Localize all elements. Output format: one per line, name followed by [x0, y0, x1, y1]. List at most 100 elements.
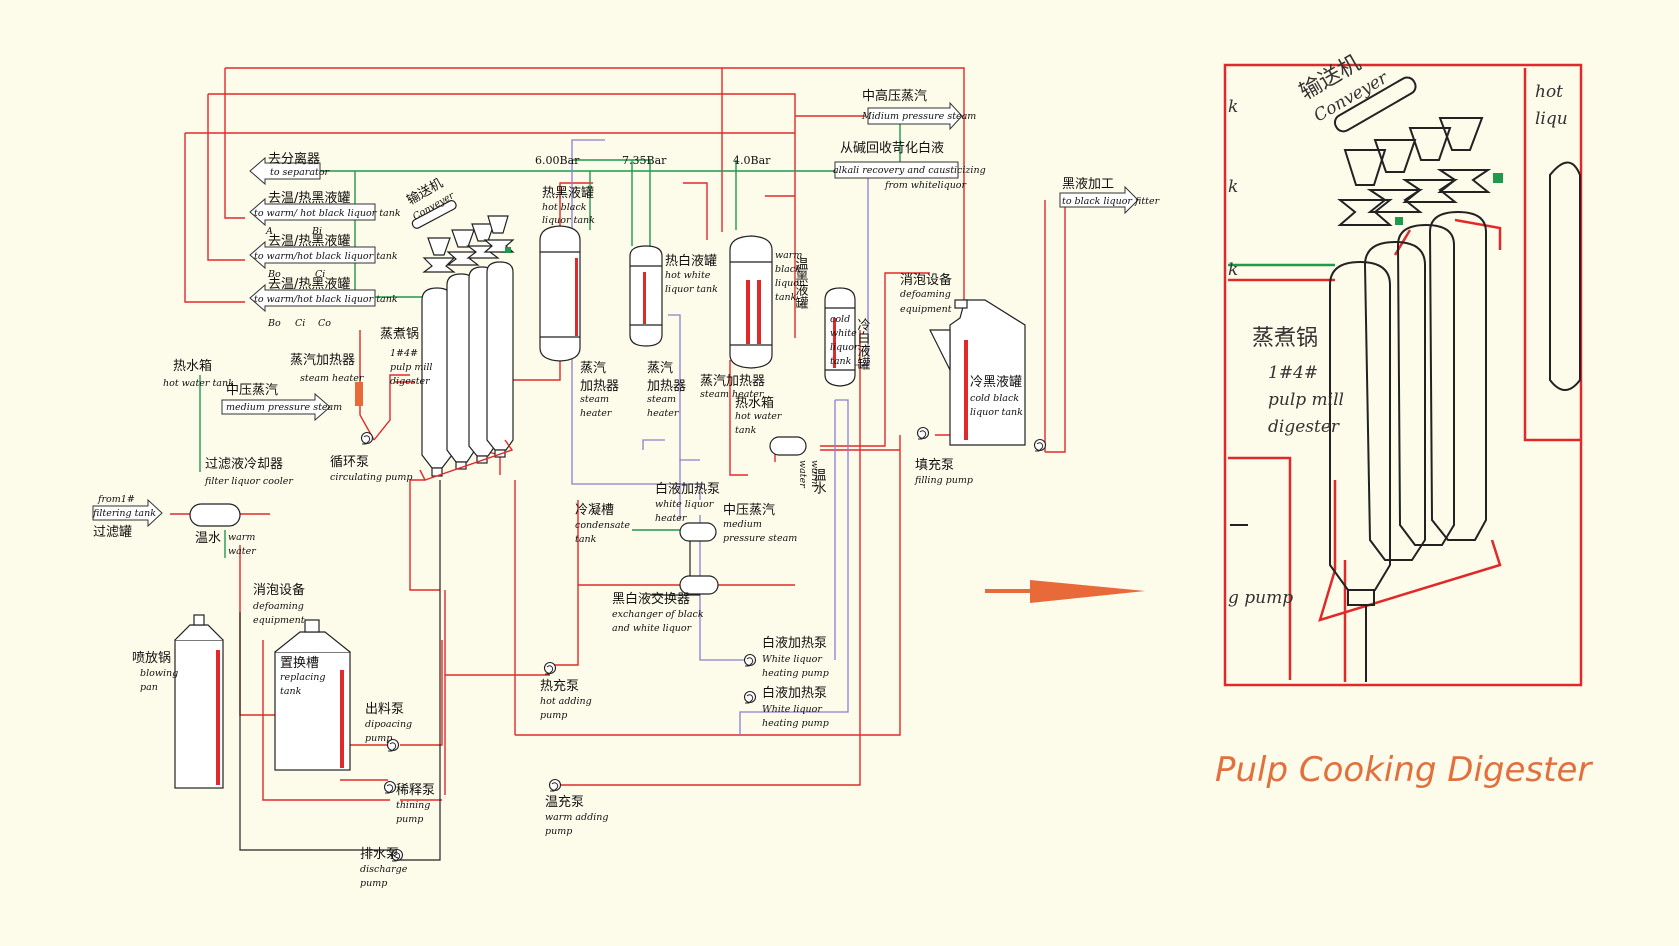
label-hot-white-tank-cn: 热白液罐: [665, 253, 717, 269]
cold-black-liquor-tank: [929, 299, 1026, 446]
label-discharge-en1: discharge: [360, 864, 408, 875]
label-steam-heater-1-en2: heater: [580, 408, 613, 419]
label-medium-steam-mid-en2: pressure steam: [723, 533, 797, 544]
letter-ci: Ci: [315, 269, 325, 280]
label-warm-water-left-en2: water: [228, 546, 257, 557]
label-filter-cooler-en: filter liquor cooler: [204, 476, 294, 487]
label-cold-white-tank-en3: liquor: [830, 342, 860, 353]
letter-a: A: [265, 226, 273, 237]
label-exchanger-cn: 黑白液交换器: [612, 591, 690, 607]
zoom-panel: 输送机 Conveyer 蒸煮锅 1#4# pulp mill digester…: [1223, 51, 1583, 687]
label-white-heating-2-cn: 白液加热泵: [762, 685, 827, 701]
label-hot-adding-en2: pump: [540, 710, 567, 721]
label-cold-black-tank-en2: liquor tank: [970, 407, 1023, 418]
label-alkali-recovery-en1: alkali recovery and causticizing: [833, 165, 986, 176]
zoom-edge-liqu: liqu: [1535, 109, 1568, 129]
hot-black-liquor-tank: [539, 225, 581, 362]
label-condensate-cn: 冷凝槽: [575, 502, 614, 518]
letter-bo-2: Bo: [267, 318, 281, 329]
zoom-pump-en: g pump: [1228, 588, 1293, 608]
letter-bi: Bi: [311, 226, 322, 237]
circulating-pump-icon: [360, 431, 374, 445]
zoom-digester-en2: digester: [1268, 417, 1340, 437]
label-dipoacing-cn: 出料泵: [365, 702, 404, 717]
label-circ-pump-cn: 循环泵: [330, 455, 369, 470]
thining-pump-icon: [383, 780, 397, 794]
label-hot-water-tank-mid-en2: tank: [735, 425, 757, 436]
black-pipes: [239, 480, 700, 861]
label-pulp-mill-num: 1#4#: [390, 348, 418, 359]
label-medium-steam-mid-cn: 中压蒸汽: [723, 503, 775, 518]
label-medium-steam-mid-en1: medium: [723, 519, 762, 530]
label-warm-black-tank-en1: warm: [775, 250, 802, 261]
label-hot-adding-cn: 热充泵: [540, 678, 579, 694]
label-defoam-left-en1: defoaming: [253, 601, 304, 612]
label-white-liquor-heater-en1: white liquor: [655, 499, 715, 510]
label-hot-white-tank-en1: hot white: [665, 270, 711, 281]
red-pipes: [170, 67, 1066, 801]
label-condensate-en2: tank: [575, 534, 597, 545]
label-dipoacing-en2: pump: [365, 733, 392, 744]
zoom-arrow: [985, 580, 1145, 603]
zoom-edge-k3: k: [1228, 260, 1238, 280]
label-steam-heater-2-cn2: 加热器: [647, 379, 686, 394]
label-steam-heater-1-en1: steam: [580, 394, 609, 405]
label-medium-steam-top-cn: 中高压蒸汽: [862, 88, 927, 104]
label-blowing-pan-en1: blowing: [140, 668, 178, 679]
hot-white-liquor-tank: [629, 245, 663, 347]
caption-title: Pulp Cooking Digester: [1215, 750, 1593, 790]
label-filling-pump-en: filling pump: [914, 475, 973, 486]
hot-adding-pump-icon: [543, 661, 557, 675]
label-hot-water-tank-mid-en1: hot water: [735, 411, 783, 422]
replacing-tank: [274, 619, 351, 771]
label-pulp-mill-en2: digester: [390, 376, 431, 387]
warm-black-liquor-tank: [729, 235, 773, 369]
label-to-separator-en: to separator: [270, 167, 331, 178]
label-cold-white-tank-en4: tank: [830, 356, 852, 367]
label-white-heating-1-en1: White liquor: [762, 654, 823, 665]
label-medium-steam-left-cn: 中压蒸汽: [226, 383, 278, 398]
label-warm-black-tank-en2: black: [775, 264, 801, 275]
label-to-warm-a-en: to warm/ hot black liquor tank: [254, 208, 401, 219]
filter-liquor-cooler: [189, 503, 241, 527]
label-thining-cn: 稀释泵: [396, 783, 435, 798]
label-warm-black-tank-en3: liquor: [775, 278, 805, 289]
warm-adding-pump-icon: [548, 778, 562, 792]
label-bar-600: 6.00Bar: [535, 154, 580, 167]
label-to-warm-b-cn: 去温/热黑液罐: [268, 234, 350, 249]
label-hot-water-tank-left-en: hot water tank: [163, 378, 234, 389]
label-steam-heater-left-en: steam heater: [300, 373, 365, 384]
label-blowing-pan-cn: 喷放锅: [132, 650, 171, 666]
label-warm-adding-en1: warm adding: [545, 812, 608, 823]
label-hot-black-tank-en1: hot black: [542, 202, 587, 213]
letter-bo: Bo: [267, 269, 281, 280]
label-steam-heater-3-en: steam heater: [700, 389, 765, 400]
blowing-pan: [174, 614, 224, 789]
white-heating-pump-1-icon: [743, 653, 757, 667]
label-white-heating-1-cn: 白液加热泵: [762, 635, 827, 651]
label-exchanger-en1: exchanger of black: [612, 609, 704, 620]
label-white-liquor-heater-cn: 白液加热泵: [655, 481, 720, 497]
zoom-edge-hot: hot: [1535, 82, 1563, 102]
label-warm-black-tank-cn: 温黑液罐: [793, 257, 809, 309]
label-to-warm-c-en: to warm/hot black liquor tank: [254, 294, 398, 305]
filling-pump-icon: [916, 426, 930, 440]
label-to-warm-b-en: to warm/hot black liquor tank: [254, 251, 398, 262]
labels: 去分离器 to separator 去温/热黑液罐 to warm/ hot b…: [92, 88, 1161, 889]
label-condensate-en1: condensate: [575, 520, 630, 531]
label-medium-steam-top-en: Midium pressure steam: [861, 111, 976, 122]
label-black-processing-cn: 黑液加工: [1062, 177, 1114, 192]
label-steam-heater-1-cn1: 蒸汽: [580, 361, 606, 376]
label-hot-water-tank-mid-cn: 热水箱: [735, 395, 774, 411]
label-alkali-recovery-en2: from whiteliquor: [884, 180, 968, 191]
label-dipoacing-en1: dipoacing: [365, 719, 412, 730]
label-to-warm-a-cn: 去温/热黑液罐: [268, 191, 350, 206]
label-cold-black-tank-cn: 冷黑液罐: [970, 375, 1022, 390]
label-to-separator-cn: 去分离器: [268, 151, 320, 167]
label-warm-water-mid-en2: water: [797, 460, 808, 489]
letter-co: Co: [318, 318, 331, 329]
label-exchanger-en2: and white liquor: [612, 623, 693, 634]
label-filtering-en1: from1#: [97, 494, 135, 505]
label-defoam-left-cn: 消泡设备: [253, 582, 305, 598]
